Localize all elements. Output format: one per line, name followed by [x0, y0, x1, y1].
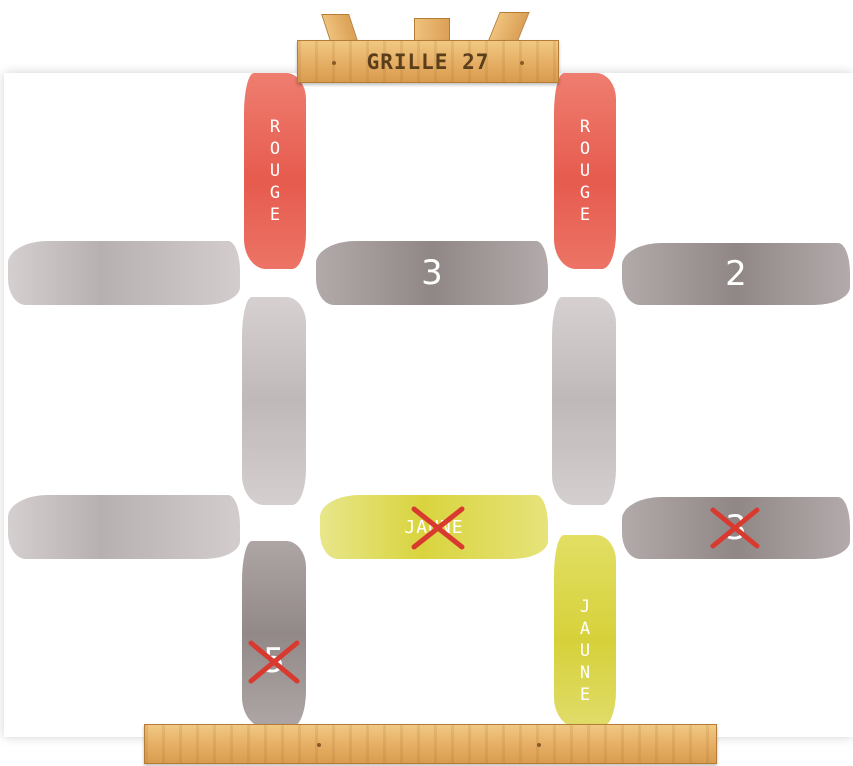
letter: A [580, 618, 590, 640]
wooden-shelf-icon [144, 724, 717, 764]
row2-right-label-wrap: 3 [725, 508, 747, 548]
bottom-left-vertical-label-wrap: 5 [263, 641, 285, 681]
letter: E [580, 684, 590, 706]
letter: R [580, 116, 590, 138]
easel-sign-icon: GRILLE 27 [297, 40, 559, 83]
bottom-left-vertical-stroke[interactable]: 5 [242, 541, 306, 727]
row1-right-stroke[interactable]: 2 [622, 243, 850, 305]
row1-middle-label: 3 [421, 253, 443, 293]
nail-icon [537, 743, 541, 747]
row2-middle-label-wrap: JAUNE [404, 517, 463, 538]
letter: G [580, 182, 590, 204]
letter: U [270, 160, 280, 182]
nail-icon [520, 61, 524, 65]
nail-icon [332, 61, 336, 65]
letter: O [580, 138, 590, 160]
middle-left-vertical-stroke[interactable] [242, 297, 306, 505]
row1-right-label: 2 [725, 254, 747, 294]
letter: J [580, 596, 590, 618]
bottom-left-vertical-label: 5 [263, 641, 285, 681]
letter: U [580, 160, 590, 182]
letter: N [580, 662, 590, 684]
top-left-vertical-label: R O U G E [270, 116, 280, 226]
nail-icon [317, 743, 321, 747]
letter: E [580, 204, 590, 226]
row2-middle-label: JAUNE [404, 517, 463, 538]
letter: E [270, 204, 280, 226]
letter: O [270, 138, 280, 160]
row2-left-stroke[interactable] [8, 495, 240, 559]
row2-right-label: 3 [725, 508, 747, 548]
middle-right-vertical-stroke[interactable] [552, 297, 616, 505]
row2-right-stroke[interactable]: 3 [622, 497, 850, 559]
bottom-right-vertical-label: J A U N E [580, 596, 590, 706]
row2-middle-stroke[interactable]: JAUNE [320, 495, 548, 559]
letter: R [270, 116, 280, 138]
top-right-vertical-label: R O U G E [580, 116, 590, 226]
puzzle-canvas: 3 2 JAUNE 3 R O U G E [4, 73, 853, 737]
row1-left-stroke[interactable] [8, 241, 240, 305]
bottom-right-vertical-stroke[interactable]: J A U N E [554, 535, 616, 727]
letter: U [580, 640, 590, 662]
top-left-vertical-stroke[interactable]: R O U G E [244, 73, 306, 269]
top-right-vertical-stroke[interactable]: R O U G E [554, 73, 616, 269]
letter: G [270, 182, 280, 204]
grid-title: GRILLE 27 [367, 50, 490, 74]
row1-middle-stroke[interactable]: 3 [316, 241, 548, 305]
